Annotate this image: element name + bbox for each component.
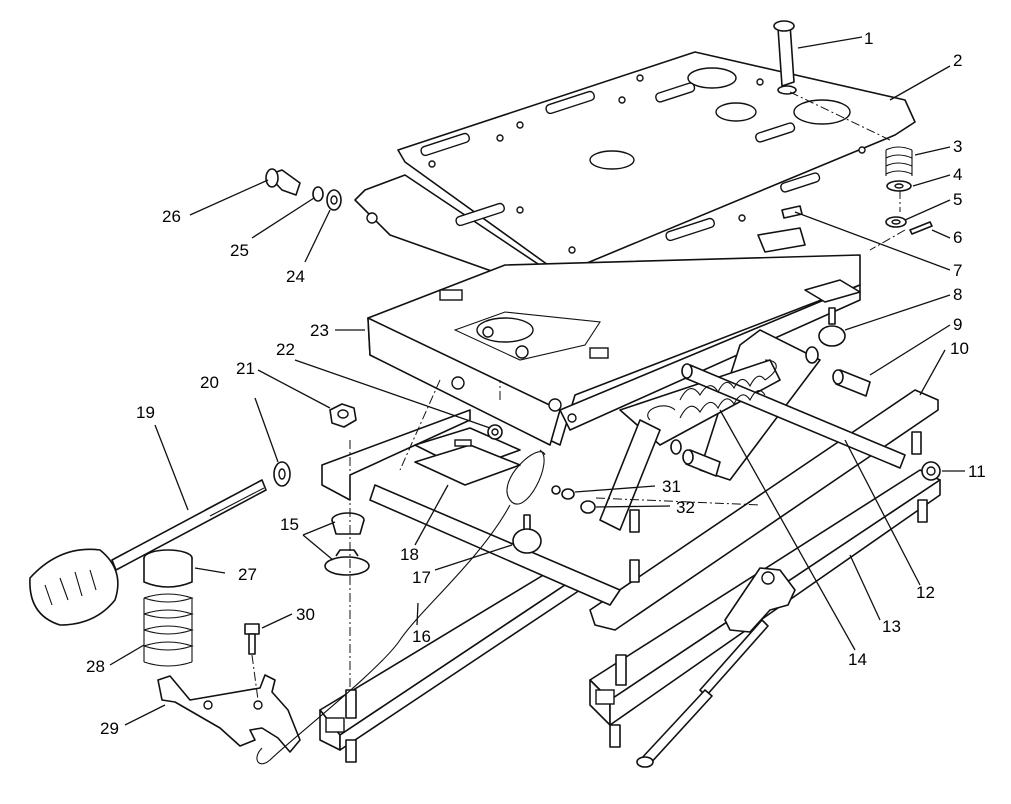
callout-12: 12: [916, 583, 935, 602]
pin-6: [909, 221, 933, 235]
scissor-linkage: [599, 329, 821, 531]
washer-20: [273, 461, 291, 487]
callout-8: 8: [953, 285, 962, 304]
bolt-30: [244, 623, 260, 655]
callout-17: 17: [412, 568, 431, 587]
callout-24: 24: [286, 267, 305, 286]
callout-3: 3: [953, 137, 962, 156]
callout-1: 1: [864, 29, 873, 48]
spring-3: [885, 146, 913, 176]
adjust-lever: [636, 567, 796, 768]
callout-13: 13: [882, 617, 901, 636]
tension-spring: [647, 359, 777, 421]
callout-14: 14: [848, 650, 867, 669]
callout-30: 30: [296, 605, 315, 624]
callout-25: 25: [230, 241, 249, 260]
nut-32: [580, 500, 596, 514]
adjuster-bracket: [321, 409, 621, 606]
callout-15: 15: [280, 515, 299, 534]
spring-and-cap: [143, 549, 194, 667]
callout-2: 2: [953, 51, 962, 70]
callout-28: 28: [86, 657, 105, 676]
callout-21: 21: [236, 359, 255, 378]
callout-27: 27: [238, 565, 257, 584]
callout-23: 23: [310, 321, 329, 340]
callout-18: 18: [400, 545, 419, 564]
rubber-bumpers: [512, 307, 846, 554]
callout-26: 26: [162, 207, 181, 226]
callout-7: 7: [953, 261, 962, 280]
spring-cups: [324, 512, 370, 576]
callout-10: 10: [950, 339, 969, 358]
seat-frame-box: [367, 227, 861, 446]
callout-9: 9: [953, 315, 962, 334]
rod: [681, 363, 906, 469]
lower-rail-left: [319, 564, 581, 751]
adjusting-knob-bolt: [29, 479, 267, 626]
callout-11: 11: [968, 462, 986, 481]
callout-19: 19: [136, 403, 155, 422]
part-7-key: [781, 205, 803, 219]
callout-32: 32: [676, 498, 695, 517]
bushings: [670, 346, 871, 477]
callout-5: 5: [953, 190, 962, 209]
washer-31: [551, 485, 575, 500]
callout-29: 29: [100, 719, 119, 738]
mount-bracket: [157, 674, 301, 753]
assembly-lines: [251, 91, 906, 701]
callout-labels: 1 2 3 4 5 6 7 8 9 10 11 12 13 14 15 16 1…: [86, 29, 986, 738]
nut-11: [921, 461, 941, 481]
callout-31: 31: [662, 477, 681, 496]
washer-5: [885, 216, 907, 228]
top-seat-plate: [354, 51, 916, 316]
leader-lines: [109, 36, 965, 726]
threaded-studs: [345, 431, 928, 763]
callout-16: 16: [412, 627, 431, 646]
callout-20: 20: [200, 373, 219, 392]
callout-22: 22: [276, 340, 295, 359]
pin-1: [773, 20, 797, 95]
cross-bracket: [589, 389, 939, 631]
callout-6: 6: [953, 228, 962, 247]
washer-4: [886, 180, 912, 192]
callout-4: 4: [953, 165, 962, 184]
nut-22: [487, 424, 503, 440]
shoulder-bolt: [265, 168, 342, 211]
cable-loop: [256, 449, 546, 765]
nut-21: [329, 403, 357, 428]
